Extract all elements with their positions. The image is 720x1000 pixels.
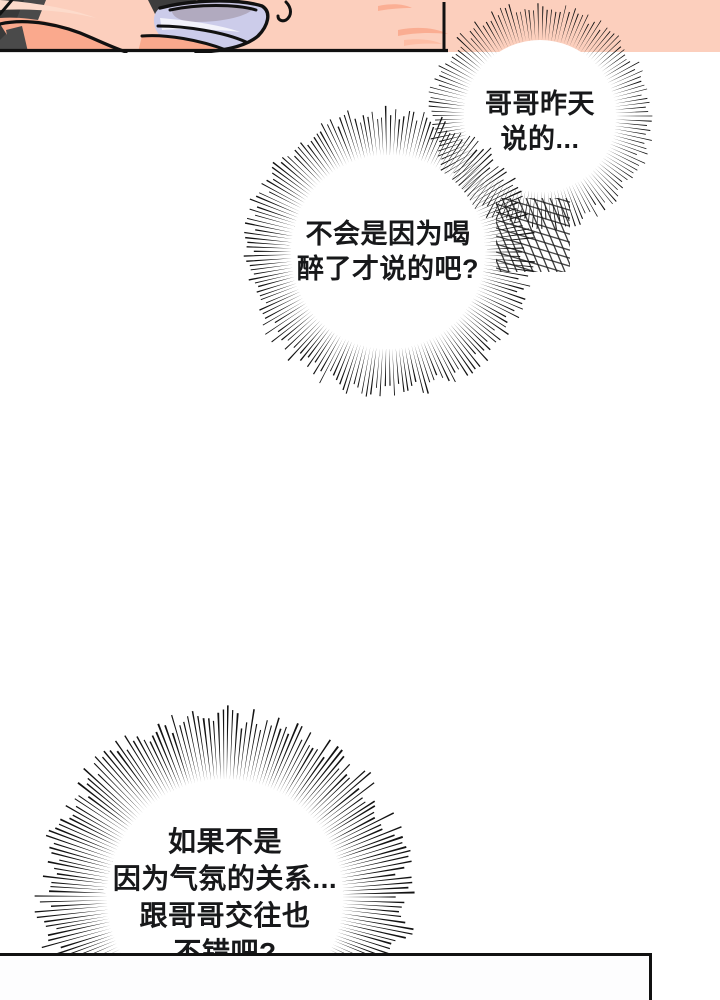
- bubble-3-line-3: 跟哥哥交往也: [139, 900, 311, 931]
- thought-bubble-bottom-left[interactable]: 如果不是 因为气氛的关系... 跟哥哥交往也 不错吧?: [30, 702, 420, 1000]
- bubble-2-text: 不会是因为喝 醉了才说的吧?: [240, 104, 536, 400]
- bubble-1-text: 哥哥昨天 说的...: [424, 6, 656, 238]
- top-panel-artwork: [0, 0, 720, 53]
- bubble-1-line-1: 哥哥昨天: [485, 89, 595, 120]
- bubble-2-line-1: 不会是因为喝: [305, 219, 471, 250]
- thought-bubble-middle[interactable]: 不会是因为喝 醉了才说的吧?: [240, 104, 536, 400]
- thought-bubble-top-right[interactable]: 哥哥昨天 说的...: [424, 0, 656, 232]
- bubble-3-text: 如果不是 因为气氛的关系... 跟哥哥交往也 不错吧?: [30, 702, 420, 1000]
- bubble-2-line-2: 醉了才说的吧?: [297, 254, 479, 284]
- bottom-panel-empty: [0, 953, 652, 1000]
- bubble-1-line-2: 说的...: [500, 124, 580, 154]
- crosshatch-overlap-patch-upper: [496, 198, 570, 272]
- bubble-3-line-1: 如果不是: [167, 825, 282, 857]
- top-panel-figure-closeup: [0, 0, 720, 53]
- bottom-panel-artwork: [0, 956, 649, 1000]
- bubble-3-line-2: 因为气氛的关系...: [112, 862, 338, 894]
